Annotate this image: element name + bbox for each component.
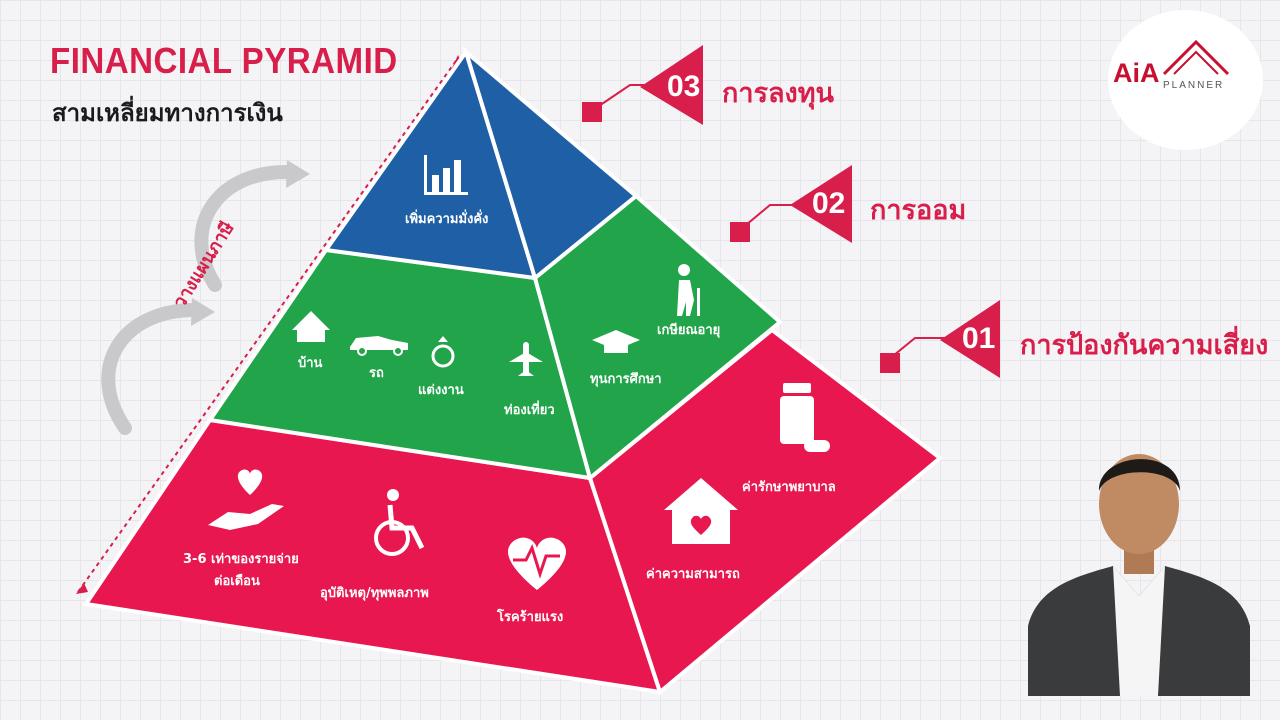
car-icon <box>350 336 408 356</box>
middle-right-label: เกษียณอายุ <box>657 323 721 338</box>
house-icon <box>292 311 330 342</box>
logo-badge <box>1108 10 1263 150</box>
logo-sub: PLANNER <box>1163 80 1225 91</box>
bottom-item-label: อุบัติเหตุ/ทุพพลภาพ <box>320 586 429 601</box>
bottom-right-label: ค่ารักษาพยาบาล <box>742 480 836 495</box>
bottom-right-label: ค่าความสามารถ <box>646 567 740 582</box>
middle-item-label: ท่องเที่ยว <box>504 403 555 418</box>
middle-item-label: รถ <box>369 366 384 381</box>
elderly-icon <box>677 264 700 316</box>
tier-3-label: การลงทุน <box>722 78 834 109</box>
tier-1-number: 01 <box>962 322 996 355</box>
heartbeat-icon <box>508 537 566 590</box>
tier-2-number: 02 <box>812 187 846 220</box>
chart-icon <box>424 155 468 195</box>
page-subtitle: สามเหลี่ยมทางการเงิน <box>52 99 283 127</box>
plane-icon <box>509 342 543 376</box>
tier-3-number: 03 <box>667 70 701 103</box>
tier-1-label: การป้องกันความเสี่ยง <box>1020 330 1269 361</box>
bottom-item-label: โรคร้ายแรง <box>497 610 564 625</box>
middle-right-label: ทุนการศึกษา <box>590 372 662 387</box>
graduation-cap-icon <box>592 330 640 353</box>
house-heart-icon <box>664 478 738 544</box>
curved-arrow-icon <box>101 164 297 435</box>
medicine-icon <box>780 383 830 452</box>
presenter-photo <box>1028 454 1250 696</box>
wheelchair-icon <box>374 489 425 556</box>
logo-brand: AiA <box>1113 58 1160 88</box>
logo-roof-icon <box>1162 39 1230 76</box>
middle-item-label: แต่งงาน <box>418 383 464 398</box>
bottom-item-label-2: ต่อเดือน <box>214 574 260 589</box>
middle-item-label: บ้าน <box>298 356 323 371</box>
bottom-item-label: 3-6 เท่าของรายจ่าย <box>183 552 299 567</box>
top-label: เพิ่มความมั่งคั่ง <box>405 212 489 227</box>
tier-2-label: การออม <box>870 195 967 226</box>
heart-hand-icon <box>208 469 284 530</box>
page-title: FINANCIAL PYRAMID <box>50 40 398 81</box>
ring-icon <box>431 336 455 368</box>
